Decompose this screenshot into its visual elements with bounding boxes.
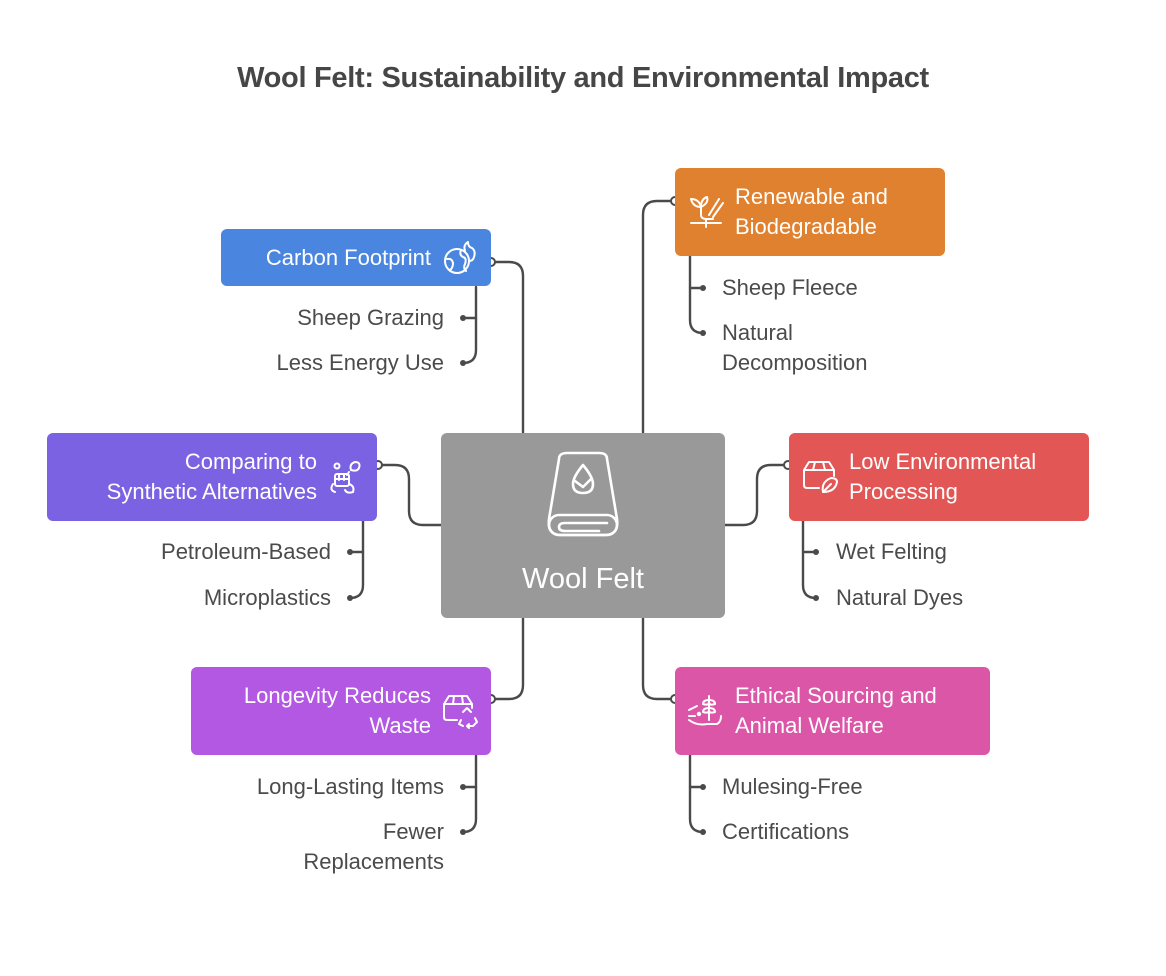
plastic-waste-icon — [327, 458, 365, 496]
branch-label-line1: Longevity Reduces — [243, 683, 431, 708]
leaf-sheep-grazing: Sheep Grazing — [297, 305, 444, 330]
connector-comparing — [380, 463, 443, 527]
connector-carbon — [494, 260, 525, 435]
leaf-wet-felting: Wet Felting — [836, 539, 947, 564]
connector-longevity — [494, 616, 525, 701]
branch-low-environmental-processing[interactable]: Low Environmental Processing — [789, 433, 1089, 521]
branch-carbon-footprint[interactable]: Carbon Footprint — [221, 229, 491, 286]
branch-label-line2: Processing — [849, 479, 958, 504]
branch-comparing-synthetic[interactable]: Comparing to Synthetic Alternatives — [47, 433, 377, 521]
branch-label-line1: Renewable and — [735, 184, 888, 209]
globe-flame-icon — [441, 239, 479, 277]
branch-label-line2: Biodegradable — [735, 214, 877, 239]
branch-label: Carbon Footprint — [265, 244, 431, 270]
center-label: Wool Felt — [522, 563, 644, 595]
connector-renewable — [641, 199, 673, 435]
leaf-certifications: Certifications — [722, 819, 850, 844]
leaf-petroleum-based: Petroleum-Based — [161, 539, 331, 564]
plant-hand-icon — [687, 193, 725, 231]
branch-longevity-reduces-waste[interactable]: Longevity Reduces Waste — [191, 667, 491, 755]
connector-low-processing — [723, 463, 786, 527]
leaf-natural-dyes: Natural Dyes — [836, 585, 964, 610]
branch-ethical-sourcing[interactable]: Ethical Sourcing and Animal Welfare — [675, 667, 990, 755]
branch-label-line2: Waste — [369, 713, 431, 738]
branch-label-line1: Ethical Sourcing and — [735, 683, 937, 708]
leaf-microplastics: Microplastics — [203, 585, 331, 610]
branch-label-line2: Animal Welfare — [735, 713, 884, 738]
diagram-title: Wool Felt: Sustainability and Environmen… — [237, 62, 929, 94]
connector-ethical — [641, 616, 673, 701]
branch-label-line1: Comparing to — [184, 449, 317, 474]
leaf-mulesing-free: Mulesing-Free — [722, 774, 863, 799]
branch-label-line2: Synthetic Alternatives — [106, 479, 317, 504]
leaf-sheep-fleece: Sheep Fleece — [722, 275, 858, 300]
wheat-hand-icon — [687, 692, 725, 730]
leaf-less-energy-use: Less Energy Use — [276, 350, 444, 375]
leaf-fewer-replacements: Fewer Replacements — [303, 819, 444, 874]
center-node-wool-felt[interactable]: Wool Felt — [441, 433, 725, 618]
wool-blanket-drop-icon — [547, 451, 619, 537]
branch-label-line1: Low Environmental — [849, 449, 1037, 474]
leaf-long-lasting-items: Long-Lasting Items — [256, 774, 444, 799]
branch-renewable-biodegradable[interactable]: Renewable and Biodegradable — [675, 168, 945, 256]
leaf-natural-decomposition: Natural Decomposition — [722, 320, 868, 375]
box-recycle-icon — [441, 692, 479, 730]
box-leaf-icon — [801, 458, 839, 496]
